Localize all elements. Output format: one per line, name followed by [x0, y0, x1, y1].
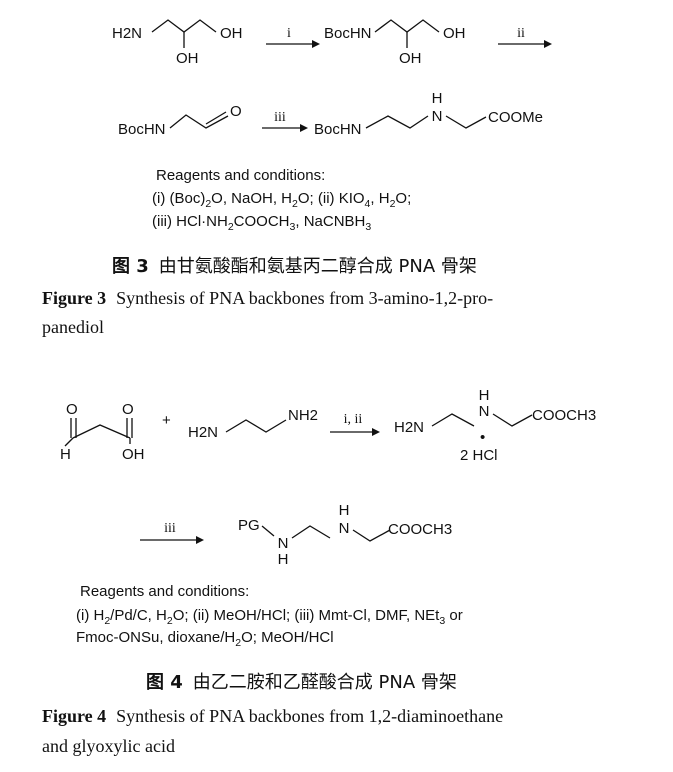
figure3-reagents-title: Reagents and conditions: — [156, 167, 325, 184]
prod1-chain-right — [492, 413, 533, 427]
plus-sign: + — [162, 412, 171, 429]
boc-amine-label: BocHN — [324, 25, 372, 42]
start-oh-bottom: OH — [176, 50, 199, 67]
prod1-salt-dot: • — [480, 429, 485, 446]
arrow-step-i-ii-label: i, ii — [344, 412, 363, 427]
figure3-scheme: H2N OH OH i BocHN OH OH ii BocHN O iii B… — [112, 19, 552, 138]
glyoxylic-oxygen-2: O — [122, 401, 134, 418]
figure4-scheme: O O H OH + H2N NH2 i, ii H2N H N COOCH3 … — [60, 387, 596, 568]
prod2-h1: H — [278, 551, 289, 568]
prod1-salt: 2 HCl — [460, 447, 498, 464]
figure4-reagents-title: Reagents and conditions: — [80, 583, 249, 600]
product-nh-n: N — [432, 108, 443, 125]
arrow-step-iii-fig4-head — [196, 536, 204, 544]
figure3-reagents: Reagents and conditions: (i) (Boc)2O, Na… — [152, 167, 411, 233]
aldehyde-oxygen: O — [230, 103, 242, 120]
glyoxylic-backbone — [72, 424, 131, 439]
glyoxylic-h: H — [60, 446, 71, 463]
figure3-reagents-line2: (iii) HCl·NH2COOCH3, NaCNBH3 — [152, 213, 371, 233]
diamine-bonds — [225, 419, 287, 433]
prod2-pg: PG — [238, 517, 260, 534]
product-chain-right — [445, 115, 487, 129]
start-chain-bonds — [151, 19, 217, 33]
glyoxylic-h-bond — [64, 437, 74, 447]
prod2-ester: COOCH3 — [388, 521, 452, 538]
prod2-chain-right — [352, 529, 391, 542]
prod1-nh-h: H — [479, 387, 490, 404]
diamine-right: NH2 — [288, 407, 318, 424]
aldehyde-double-bond — [205, 111, 227, 125]
arrow-step-iii-head — [300, 124, 308, 132]
figure4-reagents-line1: (i) H2/Pd/C, H2O; (ii) MeOH/HCl; (iii) M… — [76, 607, 463, 627]
figure3-reagents-line1: (i) (Boc)2O, NaOH, H2O; (ii) KIO4, H2O; — [152, 190, 411, 210]
boc-chain-bonds — [374, 19, 440, 33]
product-boc-label: BocHN — [314, 121, 362, 138]
boc-oh-bottom: OH — [399, 50, 422, 67]
arrow-step-i-label: i — [287, 26, 291, 41]
product-chain-left — [365, 115, 429, 129]
prod1-nh-n: N — [479, 403, 490, 420]
arrow-step-ii-head — [544, 40, 552, 48]
aldehyde-chain-bonds — [169, 114, 229, 129]
diamine-left: H2N — [188, 424, 218, 441]
figure4-reagents-line2: Fmoc-ONSu, dioxane/H2O; MeOH/HCl — [76, 629, 334, 649]
figure3-caption-en-line2: panediol — [42, 317, 104, 337]
prod1-ester: COOCH3 — [532, 407, 596, 424]
prod1-left: H2N — [394, 419, 424, 436]
arrow-step-iii-label: iii — [274, 110, 286, 125]
prod2-chain-mid — [291, 525, 331, 539]
glyoxylic-aldehyde-double-bond — [70, 418, 77, 438]
arrow-step-i-ii-head — [372, 428, 380, 436]
start-amine-label: H2N — [112, 25, 142, 42]
figure4-caption-en-line2: and glyoxylic acid — [42, 736, 175, 756]
glyoxylic-oh: OH — [122, 446, 145, 463]
prod2-h2: H — [339, 502, 350, 519]
arrow-step-i-head — [312, 40, 320, 48]
boc-oh-right: OH — [443, 25, 466, 42]
prod2-n1: N — [278, 535, 289, 552]
product-ester: COOMe — [488, 109, 543, 126]
arrow-step-iii-fig4-label: iii — [164, 521, 176, 536]
boc-aldehyde-label: BocHN — [118, 121, 166, 138]
glyoxylic-oxygen-1: O — [66, 401, 78, 418]
figure4-reagents: Reagents and conditions: (i) H2/Pd/C, H2… — [76, 583, 463, 649]
start-oh-right: OH — [220, 25, 243, 42]
product-nh-h: H — [432, 90, 443, 107]
prod2-pg-bond — [261, 525, 275, 537]
prod1-chain-left — [431, 413, 475, 427]
prod2-n2: N — [339, 520, 350, 537]
glyoxylic-acid-double-bond — [126, 418, 133, 438]
arrow-step-ii-label: ii — [517, 26, 525, 41]
